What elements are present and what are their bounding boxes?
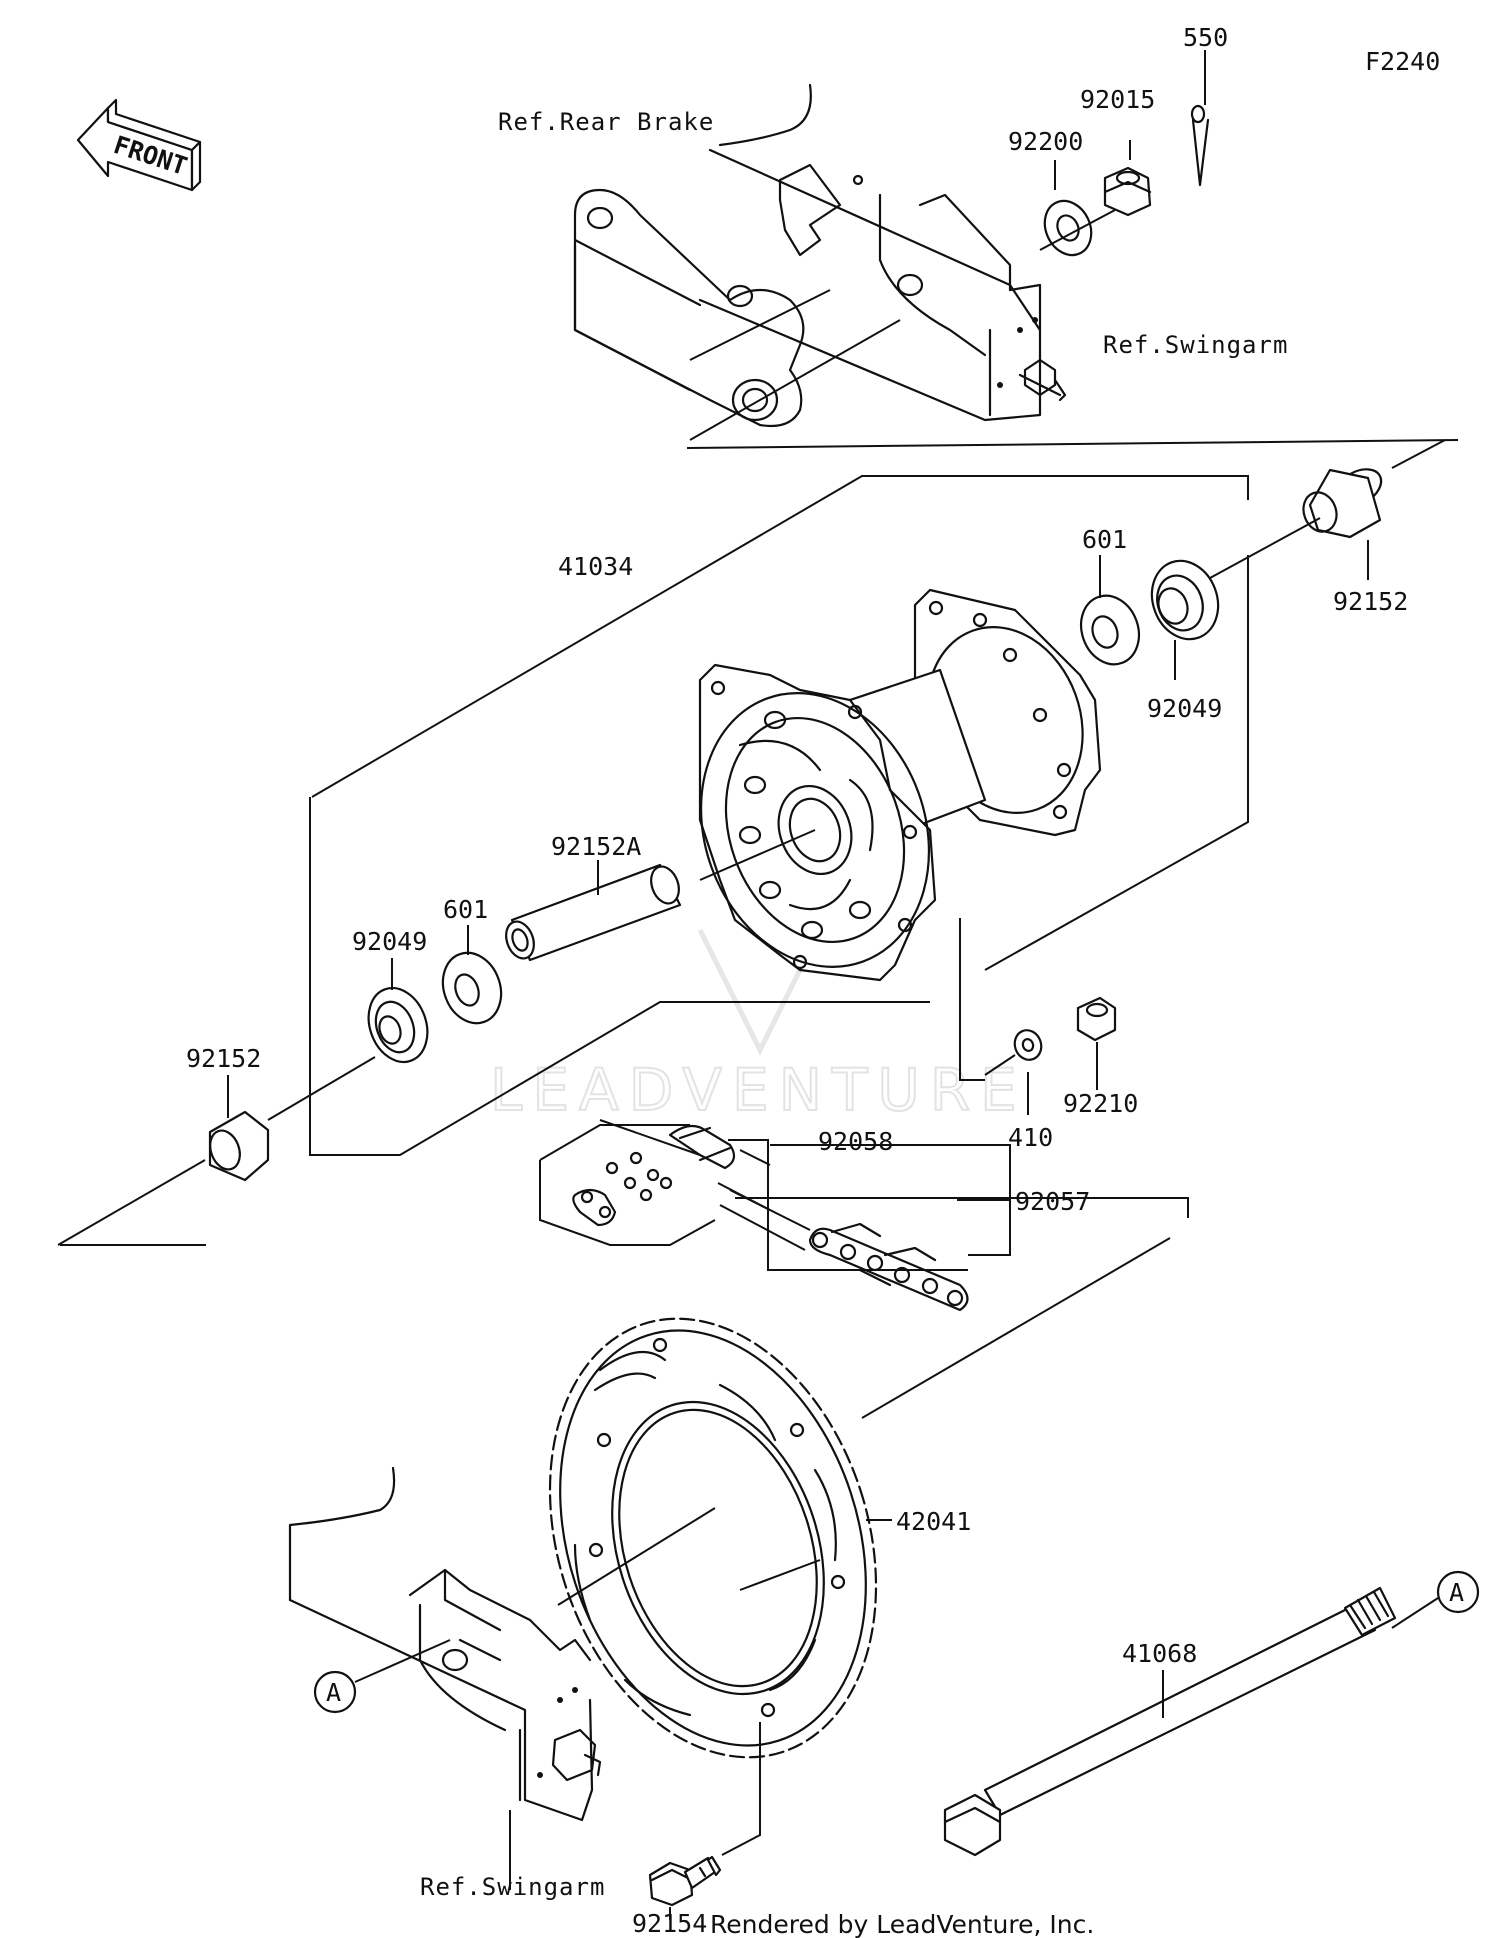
washer-410 bbox=[1013, 1029, 1043, 1061]
collar-92152-right bbox=[1302, 468, 1383, 539]
leadventure-watermark: LEADVENTURE bbox=[489, 805, 1027, 1125]
chain-joint-92058 bbox=[539, 1119, 771, 1246]
label-92058: 92058 bbox=[818, 1127, 893, 1156]
top-axle-line bbox=[689, 319, 901, 441]
cotter-pin-550 bbox=[1190, 104, 1210, 187]
label-42041: 42041 bbox=[896, 1507, 971, 1536]
washer-92200 bbox=[1043, 199, 1093, 257]
front-arrow-icon: FRONT bbox=[76, 98, 202, 192]
label-92200: 92200 bbox=[1008, 127, 1083, 156]
diagram-code: F2240 bbox=[1365, 47, 1440, 76]
oil-seal-92049-right bbox=[1150, 559, 1220, 641]
swingarm-bottom bbox=[288, 1466, 602, 1822]
oil-seal-92049-left bbox=[367, 986, 429, 1064]
label-92057: 92057 bbox=[1015, 1187, 1090, 1216]
label-92049-left: 92049 bbox=[352, 927, 427, 956]
bearing-601-right bbox=[1079, 594, 1141, 666]
callout-a-right: A bbox=[1436, 1570, 1480, 1614]
collar-92152-left bbox=[208, 1110, 270, 1182]
rear-hub bbox=[698, 588, 1102, 982]
label-92152-left: 92152 bbox=[186, 1044, 261, 1073]
label-41034: 41034 bbox=[558, 552, 633, 581]
callout-a-left: A bbox=[313, 1670, 357, 1714]
spacer-92152A bbox=[505, 863, 682, 962]
label-92049-right: 92049 bbox=[1147, 694, 1222, 723]
footer-credit: Rendered by LeadVenture, Inc. bbox=[710, 1910, 1094, 1938]
label-ref-rear-brake: Ref.Rear Brake bbox=[498, 108, 714, 136]
label-601-right: 601 bbox=[1082, 525, 1127, 554]
label-92154: 92154 bbox=[632, 1909, 707, 1938]
rear-sprocket-42041 bbox=[548, 1317, 878, 1759]
nut-92210 bbox=[1076, 996, 1117, 1042]
label-92210: 92210 bbox=[1063, 1089, 1138, 1118]
watermark-text: LEADVENTURE bbox=[490, 1056, 1027, 1124]
swingarm-top bbox=[698, 83, 1067, 422]
callout-a-right-text: A bbox=[1449, 1578, 1464, 1607]
label-601-left: 601 bbox=[443, 895, 488, 924]
label-ref-swingarm-top: Ref.Swingarm bbox=[1103, 331, 1288, 359]
label-41068: 41068 bbox=[1122, 1639, 1197, 1668]
drive-chain-92057 bbox=[719, 1189, 969, 1312]
label-550: 550 bbox=[1183, 23, 1228, 52]
label-ref-swingarm-bottom: Ref.Swingarm bbox=[420, 1873, 605, 1901]
rear-brake-bracket bbox=[573, 188, 805, 428]
label-92015: 92015 bbox=[1080, 85, 1155, 114]
axle-41068 bbox=[943, 1586, 1397, 1857]
bearing-601-left bbox=[441, 951, 503, 1025]
label-92152A: 92152A bbox=[551, 832, 641, 861]
label-410: 410 bbox=[1008, 1123, 1053, 1152]
bolt-92154 bbox=[648, 1855, 722, 1907]
callout-a-left-text: A bbox=[326, 1678, 341, 1707]
castle-nut-92015 bbox=[1103, 166, 1152, 217]
hub-assembly-frame bbox=[311, 475, 1249, 798]
label-92152-right: 92152 bbox=[1333, 587, 1408, 616]
